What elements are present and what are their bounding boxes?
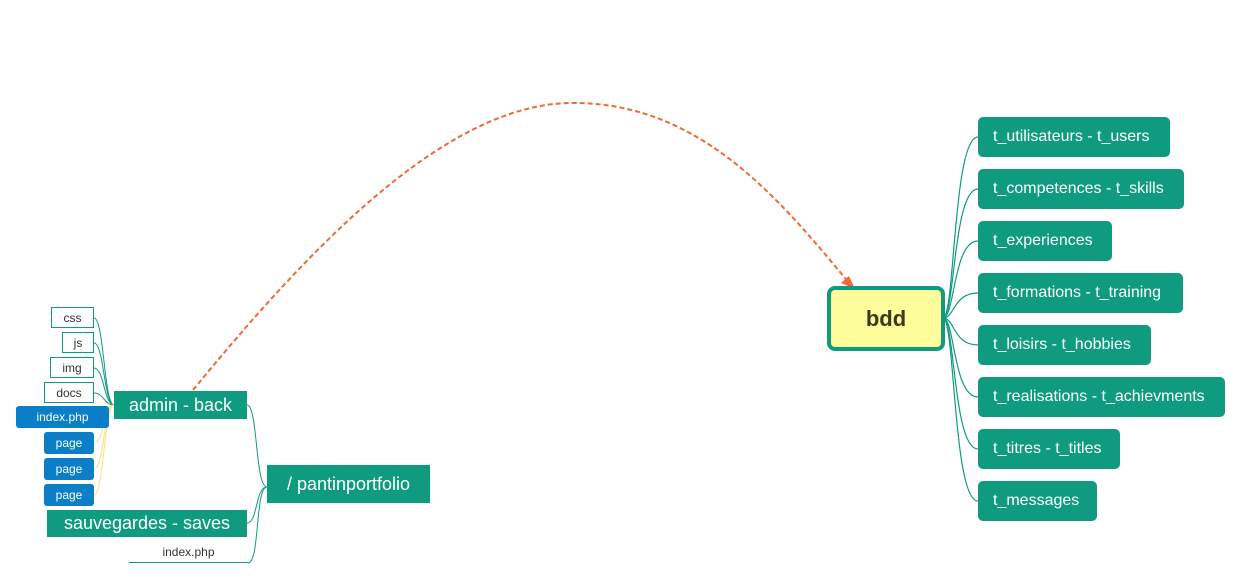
link-admin-img xyxy=(93,367,115,406)
database-node[interactable]: bdd xyxy=(827,286,945,351)
link-bdd-t6 xyxy=(942,317,979,398)
table-messages[interactable]: t_messages xyxy=(978,481,1097,521)
link-bdd-t4 xyxy=(942,292,979,319)
link-bdd-t1 xyxy=(942,136,979,319)
root-node[interactable]: / pantinportfolio xyxy=(267,465,430,503)
link-admin-docs xyxy=(93,392,115,406)
table-experiences[interactable]: t_experiences xyxy=(978,221,1112,261)
link-admin-js xyxy=(93,342,115,406)
saves-node[interactable]: sauvegardes - saves xyxy=(47,510,247,537)
admin-node[interactable]: admin - back xyxy=(114,391,247,419)
link-bdd-t2 xyxy=(942,188,979,319)
link-bdd-t8 xyxy=(942,317,979,502)
root-index-file[interactable]: index.php xyxy=(129,542,248,563)
table-achievments[interactable]: t_realisations - t_achievments xyxy=(978,377,1225,417)
folder-img[interactable]: img xyxy=(50,357,94,378)
link-bdd-t5 xyxy=(942,317,979,346)
link-root-index xyxy=(247,486,268,564)
table-hobbies[interactable]: t_loisirs - t_hobbies xyxy=(978,325,1151,365)
table-users[interactable]: t_utilisateurs - t_users xyxy=(978,117,1170,157)
relation-arrow-line xyxy=(192,101,851,391)
link-bdd-t3 xyxy=(942,240,979,319)
folder-css[interactable]: css xyxy=(51,307,94,328)
link-admin-css xyxy=(93,317,115,406)
admin-page-1[interactable]: page xyxy=(44,432,94,454)
table-skills[interactable]: t_competences - t_skills xyxy=(978,169,1184,209)
admin-page-2[interactable]: page xyxy=(44,458,94,480)
table-titles[interactable]: t_titres - t_titles xyxy=(978,429,1120,469)
admin-page-3[interactable]: page xyxy=(44,484,94,506)
link-admin-page-3 xyxy=(93,404,115,496)
admin-index-file[interactable]: index.php xyxy=(16,406,109,428)
folder-js[interactable]: js xyxy=(62,332,94,353)
link-root-saves xyxy=(246,486,268,524)
folder-docs[interactable]: docs xyxy=(44,382,94,403)
table-training[interactable]: t_formations - t_training xyxy=(978,273,1183,313)
relation-arrow-head xyxy=(841,276,855,289)
link-root-admin xyxy=(246,404,268,488)
